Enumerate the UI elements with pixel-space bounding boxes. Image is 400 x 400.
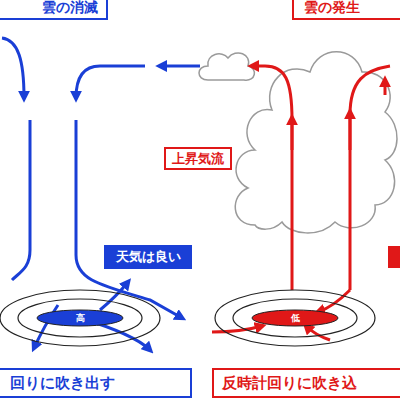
ascending-flow: [212, 66, 390, 340]
airflow-label: 上昇気流: [164, 147, 232, 170]
small-cloud: [199, 53, 254, 80]
node-text: 反時計回りに吹き込: [222, 374, 357, 393]
node-text: 高: [76, 312, 85, 325]
node-text: 雲の発生: [304, 0, 360, 17]
node-text: 雲の消滅: [42, 0, 98, 17]
low-pressure-center: 低: [251, 309, 339, 327]
descending-flow: [2, 38, 200, 350]
section-title: 雲の発生: [292, 0, 400, 20]
node-text: 低: [291, 312, 300, 325]
isobar-lines: [0, 290, 375, 346]
section-title: 雲の消滅: [0, 0, 108, 20]
weather-label: 天気は良い: [104, 245, 192, 269]
high-pressure-center: 高: [36, 309, 124, 327]
wind-direction-label: 回りに吹き出す: [0, 368, 192, 398]
wind-direction-label: 反時計回りに吹き込: [212, 368, 400, 398]
node-text: 回りに吹き出す: [10, 374, 115, 393]
cumulus-cloud: [235, 52, 397, 233]
cropped-label-box: [388, 246, 400, 268]
node-text: 上昇気流: [172, 150, 224, 168]
node-text: 天気は良い: [116, 248, 181, 266]
